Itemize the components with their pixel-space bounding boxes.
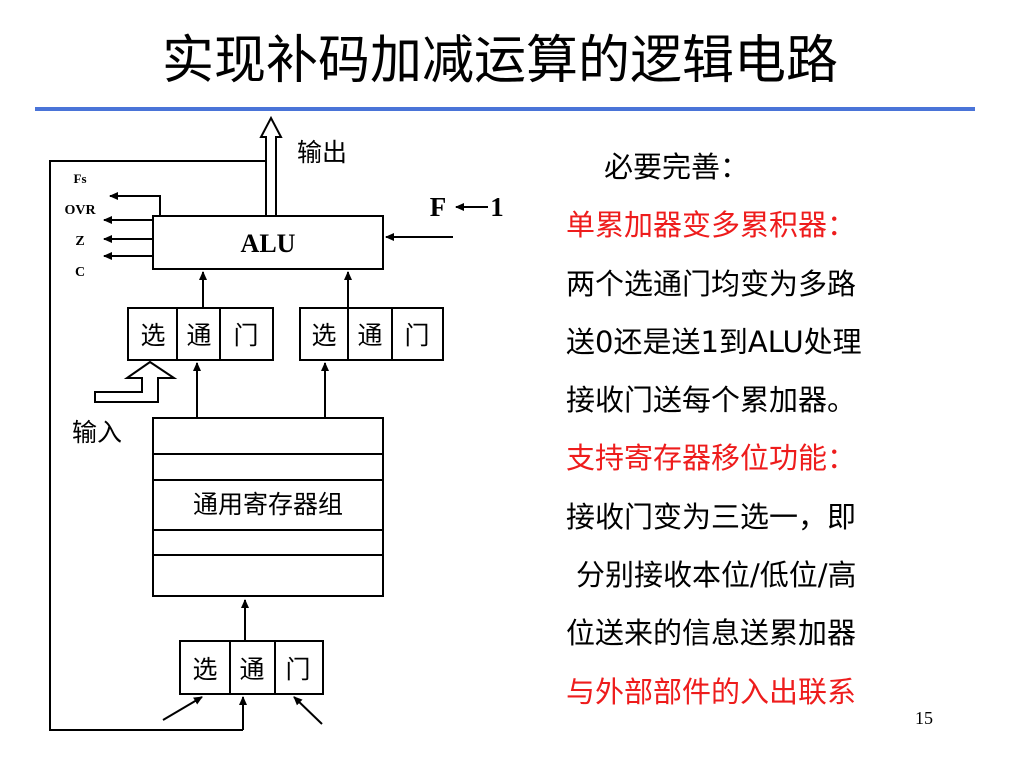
note-line: 分别接收本位/低位/高 [576,558,857,593]
f-label: F [430,192,447,222]
note-line: 单累加器变多累积器： [566,208,857,243]
alu-box [152,215,384,270]
bottom-gate-char-3: 门 [285,655,310,684]
input-label: 输入 [72,418,122,447]
right-gate-char-3: 门 [404,321,429,350]
note-line: 接收门变为三选一，即 [566,499,857,534]
alu-label: ALU [241,229,296,258]
feedback-loop [49,160,268,731]
right-select-gate [299,307,444,361]
flag-ovr: OVR [64,203,96,218]
page-number: 15 [915,708,933,728]
register-group-label: 通用寄存器组 [193,490,343,519]
note-line: 必要完善： [604,150,750,184]
slide-title: 实现补码加减运算的逻辑电路 [161,31,838,91]
left-gate-char-1: 选 [140,321,165,350]
note-line: 接收门送每个累加器。 [566,383,857,418]
circuit-diagram: 输出 输入 通用寄存器组 选 通 门 选 通 门 选 通 门 ALU F 1 F… [49,115,504,731]
flag-z: Z [75,234,84,249]
note-line: 支持寄存器移位功能： [566,441,857,476]
output-label: 输出 [297,138,347,167]
title-divider [35,107,975,111]
output-arrow [259,115,283,217]
right-gate-char-1: 选 [311,321,336,350]
flag-fs: Fs [74,171,87,186]
left-select-gate [127,307,274,361]
note-line: 两个选通门均变为多路 [566,266,857,301]
note-line: 与外部部件的入出联系 [566,674,857,709]
bottom-gate-char-2: 通 [239,655,264,684]
left-gate-char-2: 通 [186,321,211,350]
right-gate-char-2: 通 [357,321,382,350]
bottom-input-right [293,696,323,725]
fs-flag-arrow [109,192,161,216]
notes-panel: 必要完善： 单累加器变多累积器： 两个选通门均变为多路 送0还是送1到ALU处理… [566,138,926,721]
f-value: 1 [490,192,504,222]
note-line: 位送来的信息送累加器 [566,616,857,651]
note-line: 送0还是送1到ALU处理 [566,324,862,359]
input-arrow [94,360,178,403]
flag-c: C [75,265,85,280]
left-gate-char-3: 门 [233,321,258,350]
bottom-input-left [162,696,203,721]
bottom-gate-char-1: 选 [192,655,217,684]
bottom-select-gate [179,640,324,695]
register-group-box [152,417,384,597]
